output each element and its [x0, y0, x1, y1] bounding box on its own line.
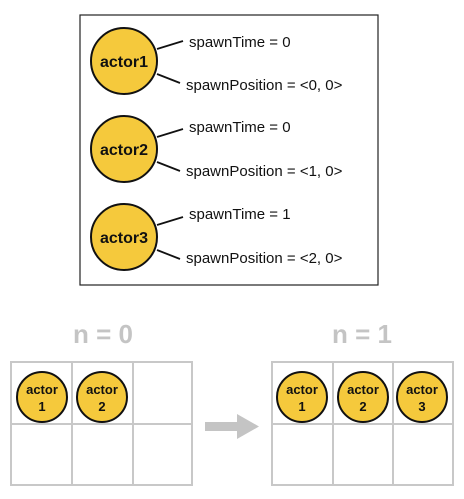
grid-n0	[10, 361, 193, 486]
actor-label-line1: actor	[286, 382, 318, 397]
actor-label-line2: 1	[298, 399, 305, 414]
actor-circle	[276, 371, 328, 423]
connector-line	[156, 73, 181, 84]
grid-n0-cell-2: actor 2	[76, 371, 128, 423]
arrow-head	[237, 414, 259, 439]
spawn-time-label: spawnTime = 1	[189, 206, 291, 223]
actor-circle	[76, 371, 128, 423]
actor-name: actor3	[100, 230, 148, 247]
grid-n1	[271, 361, 454, 486]
actor-label-line1: actor	[26, 382, 58, 397]
actor-circle	[396, 371, 448, 423]
spawn-time-label: spawnTime = 0	[189, 119, 291, 136]
actor-label-line2: 2	[359, 399, 366, 414]
grid-n0-cell-1: actor 1	[16, 371, 68, 423]
actor-label-line1: actor	[86, 382, 118, 397]
connector-line	[156, 216, 184, 226]
spawn-position-label: spawnPosition = <1, 0>	[186, 163, 343, 180]
grid-n1-cell-1: actor 1	[276, 371, 328, 423]
grid-n1-cell-3: actor 3	[396, 371, 448, 423]
actor-circle	[90, 203, 158, 271]
actor-label-line1: actor	[347, 382, 379, 397]
grid-title-n0: n = 0	[73, 319, 133, 349]
arrow-shaft	[205, 422, 239, 431]
spawn-position-label: spawnPosition = <2, 0>	[186, 250, 343, 267]
actor-circle	[90, 115, 158, 183]
connector-line	[156, 161, 181, 172]
actor-circle	[337, 371, 389, 423]
grid-title-n1: n = 1	[332, 319, 392, 349]
actor-label-line1: actor	[406, 382, 438, 397]
actor-definition-1: actor1 spawnTime = 0 spawnPosition = <0,…	[90, 27, 343, 95]
actor-label-line2: 1	[38, 399, 45, 414]
transition-arrow	[205, 414, 259, 439]
connector-line	[156, 40, 184, 50]
actor-circle	[90, 27, 158, 95]
actor-definition-3: actor3 spawnTime = 1 spawnPosition = <2,…	[90, 203, 343, 271]
actor-circle	[16, 371, 68, 423]
actor-label-line2: 3	[418, 399, 425, 414]
connector-line	[156, 249, 181, 260]
actor-name: actor1	[100, 54, 148, 71]
spawn-position-label: spawnPosition = <0, 0>	[186, 77, 343, 94]
spawn-time-label: spawnTime = 0	[189, 34, 291, 51]
actor-name: actor2	[100, 142, 148, 159]
actor-label-line2: 2	[98, 399, 105, 414]
actor-definition-2: actor2 spawnTime = 0 spawnPosition = <1,…	[90, 115, 343, 183]
connector-line	[156, 128, 184, 138]
grid-n1-cell-2: actor 2	[337, 371, 389, 423]
